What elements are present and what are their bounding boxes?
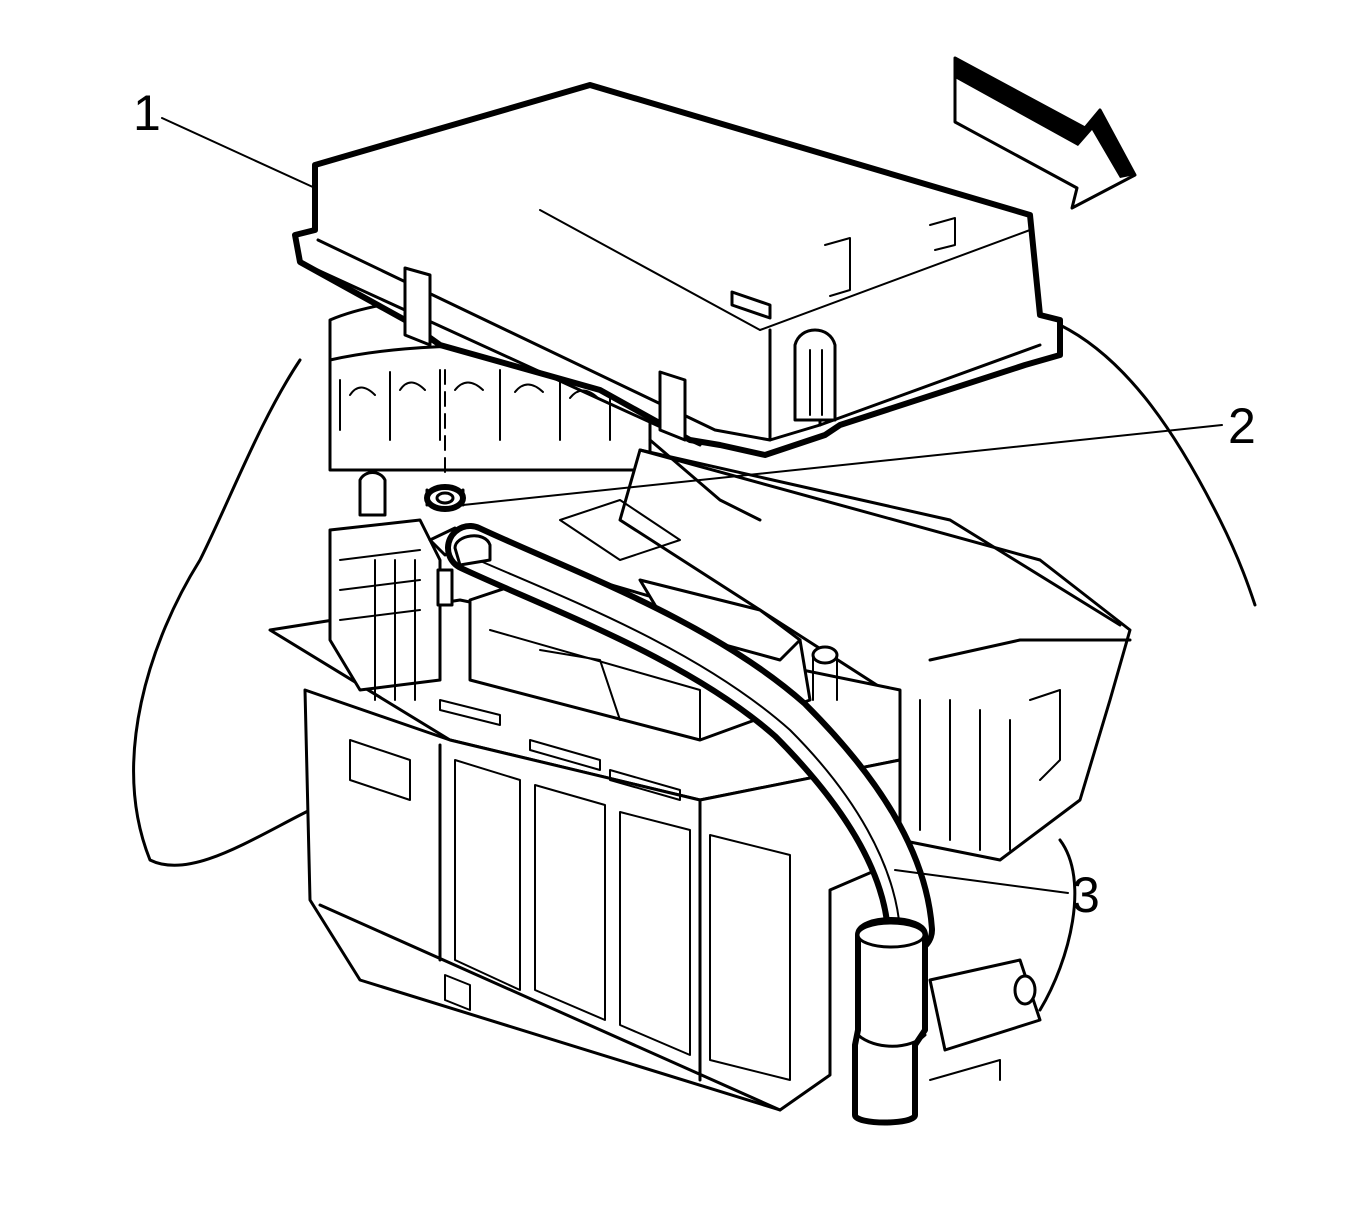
fuse-relay-stack (328, 471, 442, 701)
lower-cable-pipe (928, 958, 1042, 1081)
callout-1-label: 1 (133, 85, 161, 141)
leader-line-2 (462, 424, 1223, 506)
callout-2-label: 2 (1228, 398, 1256, 454)
leader-lines (161, 117, 1223, 894)
front-direction-arrow-icon (953, 56, 1137, 210)
callout-3-label: 3 (1072, 867, 1100, 923)
fuse-block-cover (292, 82, 1063, 458)
leader-line-3 (894, 869, 1069, 894)
underhood-structure-right (618, 438, 1132, 862)
vehicle-body-outline (132, 323, 1257, 1012)
positive-battery-cable (445, 523, 935, 1126)
leader-line-1 (161, 117, 316, 189)
